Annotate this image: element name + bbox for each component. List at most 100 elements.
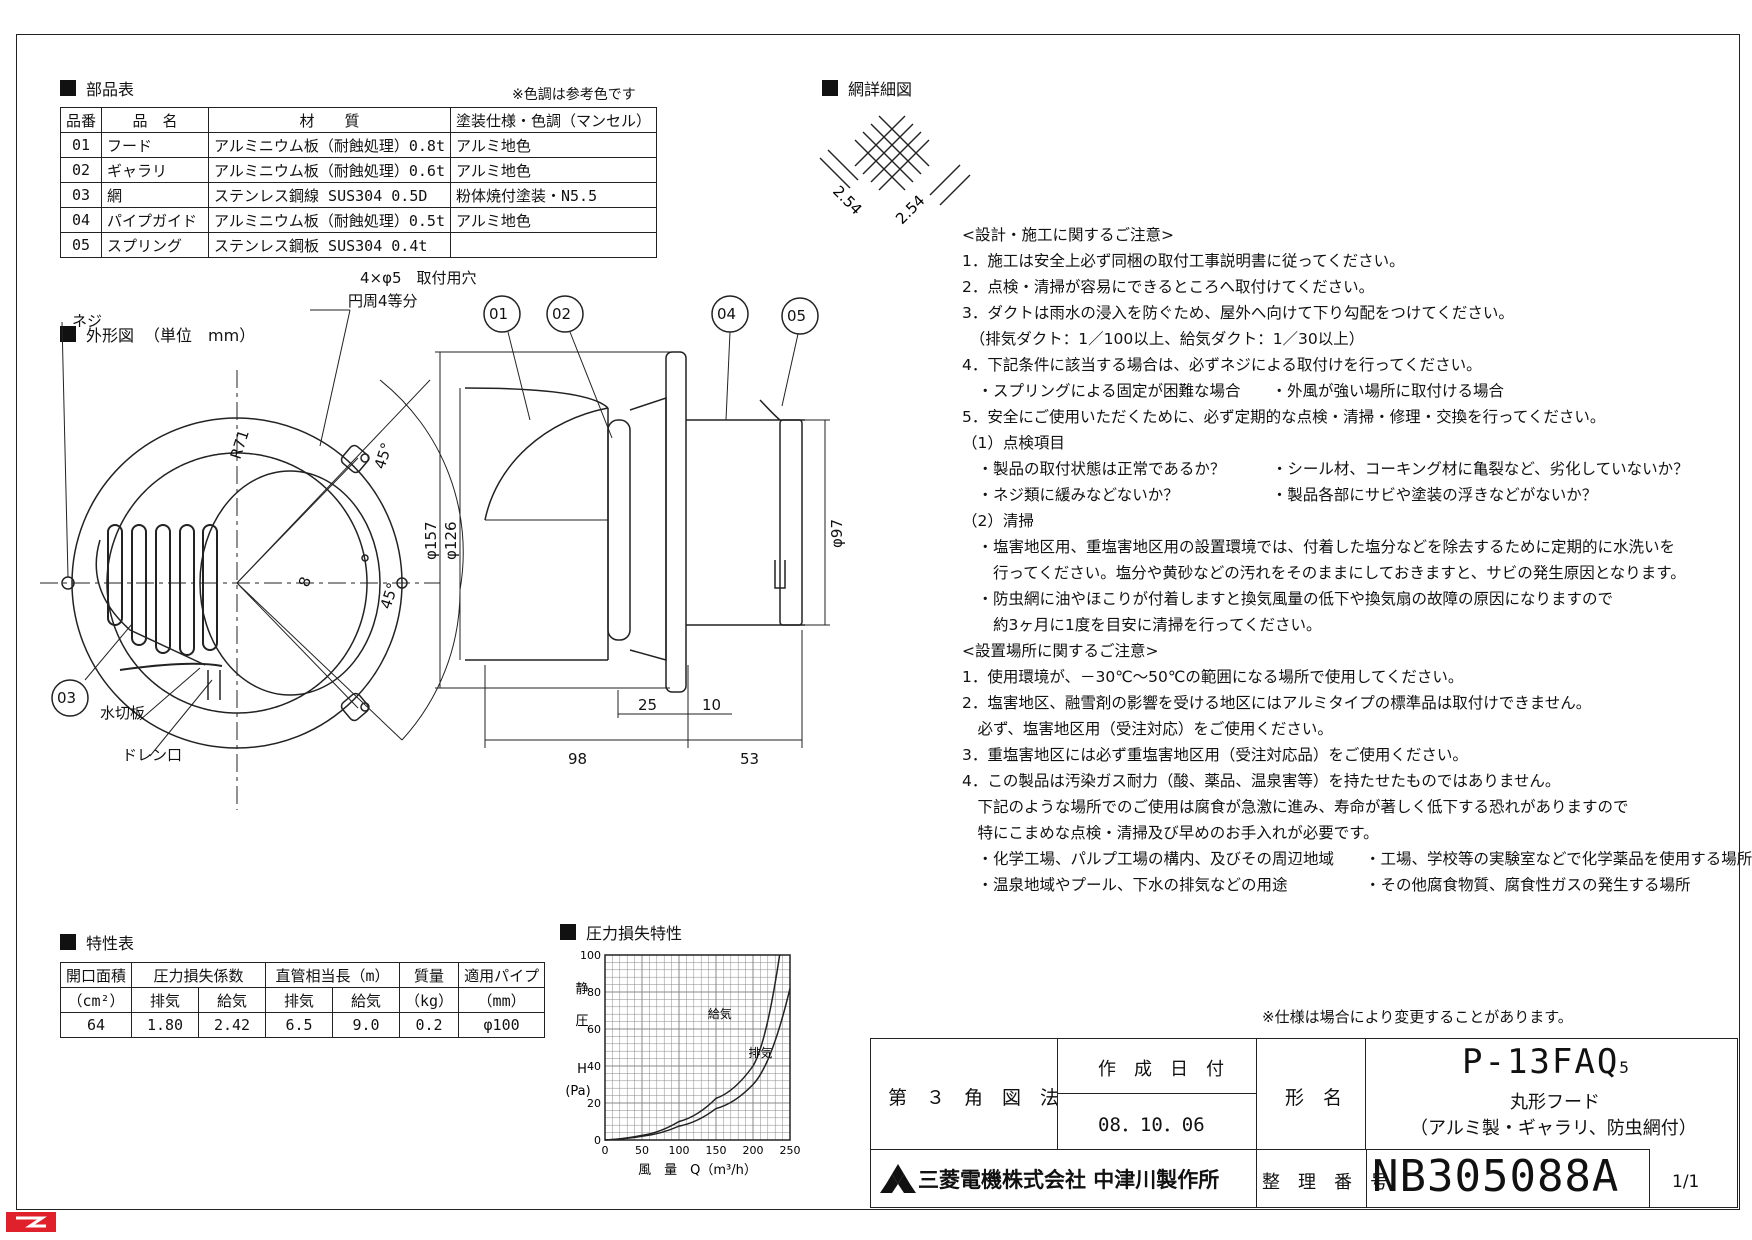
note-line: ・製品の取付状態は正常であるか？ ・シール材、コーキング材に亀裂など、劣化してい… — [962, 460, 1689, 478]
note-line: 行ってください。塩分や黄砂などの汚れをそのままにしておきますと、サビの発生原因と… — [962, 564, 1686, 582]
parts-cell: パイプガイド — [101, 207, 210, 233]
balloon-02: 02 — [552, 305, 571, 323]
characteristics-table: 開口面積 圧力損失係数 直管相当長（m） 質量 適用パイプ （cm²） 排気 給… — [59, 962, 546, 1038]
chart-x-tick-label: 50 — [635, 1144, 649, 1157]
chart-y-axis-label: (Pa) — [565, 1084, 590, 1099]
parts-cell: ステンレス鋼板 SUS304 0.4t — [208, 232, 451, 258]
char-header-cell: （cm²） — [59, 987, 133, 1013]
parts-cell: アルミ地色 — [449, 157, 658, 183]
char-value-cell: 6.5 — [265, 1012, 334, 1038]
chart-y-axis-label: H — [577, 1062, 587, 1077]
char-value-cell: φ100 — [458, 1012, 546, 1038]
chart-x-tick-label: 200 — [743, 1144, 764, 1157]
mesh-dim-b: 2.54 — [892, 191, 928, 227]
projection-label: 第 ３ 角 図 法 — [888, 1087, 1060, 1109]
balloon-04: 04 — [717, 305, 736, 323]
note-line: （2）清掃 — [962, 512, 1034, 530]
date-label: 作 成 日 付 — [1098, 1059, 1224, 1080]
chart-plot-area — [604, 954, 791, 1141]
parts-cell: 05 — [59, 232, 103, 258]
note-line: （1）点検項目 — [962, 434, 1065, 452]
product-name: 丸形フード — [1510, 1092, 1600, 1113]
char-header-cell: （mm） — [458, 987, 546, 1013]
radius-label: R71 — [227, 428, 253, 462]
note-line: 3．ダクトは雨水の浸入を防ぐため、屋外へ向けて下り勾配をつけてください。 — [962, 304, 1514, 322]
note-line: <設置場所に関するご注意> — [962, 642, 1159, 660]
dim-25-label: 25 — [638, 696, 657, 714]
char-header-cell: 給気 — [332, 987, 401, 1013]
note-line: ・塩害地区用、重塩害地区用の設置環境では、付着した塩分などを除去するために定期的… — [962, 538, 1676, 556]
note-line: 2．点検・清掃が容易にできるところへ取付けてください。 — [962, 278, 1375, 296]
parts-cell: アルミニウム板（耐蝕処理）0.5t — [208, 207, 451, 233]
balloon-01: 01 — [489, 305, 508, 323]
note-line: <設計・施工に関するご注意> — [962, 226, 1174, 244]
sheet-number: 1/1 — [1672, 1172, 1700, 1192]
note-line: 2．塩害地区、融雪剤の影響を受ける地区にはアルミタイプの標準品は取付けできません… — [962, 694, 1592, 712]
chart-y-tick-label: 0 — [594, 1134, 601, 1147]
parts-cell — [449, 232, 658, 258]
mount-hole-note: 4×φ5 取付用穴 — [360, 270, 477, 287]
char-value-row: 64 1.80 2.42 6.5 9.0 0.2 φ100 — [59, 1012, 546, 1038]
note-line: ・温泉地域やプール、下水の排気などの用途 ・その他腐食物質、腐食性ガスの発生する… — [962, 876, 1691, 894]
note-line: （排気ダクト：1／100以上、給気ダクト：1／30以上） — [962, 330, 1365, 348]
chart-y-tick-label: 60 — [587, 1023, 601, 1036]
parts-header-row: 品番 品 名 材 質 塗装仕様・色調（マンセル） — [59, 107, 658, 133]
chart-series-label: 排気 — [748, 1045, 772, 1060]
balloon-03: 03 — [57, 689, 76, 707]
section-marker-icon — [60, 934, 76, 950]
parts-cell: 網 — [101, 182, 210, 208]
chart-series-label: 給気 — [708, 1006, 732, 1021]
drawing-frame — [16, 34, 1740, 1210]
dim-98-label: 98 — [568, 750, 587, 768]
chart-series-line — [604, 988, 791, 1141]
section-marker-icon — [822, 80, 838, 96]
parts-cell: 03 — [59, 182, 103, 208]
outline-drawing: 4×φ5 取付用穴 円周4等分 ネジ R71 45° 45° 8 水切板 ドレン… — [40, 270, 846, 810]
note-line: 1．施工は安全上必ず同梱の取付工事説明書に従ってください。 — [962, 252, 1405, 270]
parts-cell: 粉体焼付塗装・N5.5 — [449, 182, 658, 208]
mitsubishi-logo-icon — [880, 1164, 916, 1193]
model-label-cell — [1256, 1038, 1366, 1150]
model-number-main: P-13FAQ — [1462, 1042, 1620, 1082]
char-value-cell: 2.42 — [198, 1012, 267, 1038]
note-line: 3．重塩害地区には必ず重塩害地区用（受注対応品）をご使用ください。 — [962, 746, 1468, 764]
company-cell — [870, 1149, 1257, 1208]
parts-cell: 01 — [59, 132, 103, 158]
char-header-cell: 質量 — [399, 962, 460, 988]
ref-cell — [1366, 1149, 1650, 1208]
chart-series-line — [604, 954, 781, 1141]
balloon-05: 05 — [787, 307, 806, 325]
screw-label: ネジ — [72, 312, 102, 330]
parts-header-cell: 品 名 — [101, 107, 210, 133]
angle-top-label: 45° — [371, 440, 396, 471]
parts-cell: アルミ地色 — [449, 207, 658, 233]
note-line: 5．安全にご使用いただくために、必ず定期的な点検・清掃・修理・交換を行ってくださ… — [962, 408, 1606, 426]
characteristics-section-title: 特性表 — [60, 930, 134, 954]
parts-cell: ギャラリ — [101, 157, 210, 183]
model-label: 形 名 — [1285, 1087, 1343, 1109]
parts-header-cell: 品番 — [59, 107, 103, 133]
note-line: ・ネジ類に緩みなどないか？ ・製品各部にサビや塗装の浮きなどがないか？ — [962, 486, 1598, 504]
note-line: 必ず、塩害地区用（受注対応）をご使用ください。 — [962, 720, 1333, 738]
parts-section-title: 部品表 — [60, 76, 134, 100]
section-marker-icon — [60, 326, 76, 342]
chart-y-tick-label: 100 — [580, 949, 601, 962]
note-line: 約3ヶ月に1度を目安に清掃を行ってください。 — [962, 616, 1322, 634]
note-line: 4．下記条件に該当する場合は、必ずネジによる取付けを行ってください。 — [962, 356, 1482, 374]
dim-10-label: 10 — [702, 696, 721, 714]
char-header-cell: （kg） — [399, 987, 460, 1013]
chart-y-axis-label: 静 — [575, 982, 588, 997]
chart-x-tick-label: 0 — [602, 1144, 609, 1157]
char-header-row-1: 開口面積 圧力損失係数 直管相当長（m） 質量 適用パイプ — [59, 962, 546, 988]
section-marker-icon — [560, 924, 576, 940]
char-header-row-2: （cm²） 排気 給気 排気 給気 （kg） （mm） — [59, 987, 546, 1013]
char-header-cell: 給気 — [198, 987, 267, 1013]
dim-8-label: 8 — [295, 574, 315, 589]
drain-label: ドレン口 — [122, 746, 182, 764]
parts-header-cell: 塗装仕様・色調（マンセル） — [449, 107, 658, 133]
